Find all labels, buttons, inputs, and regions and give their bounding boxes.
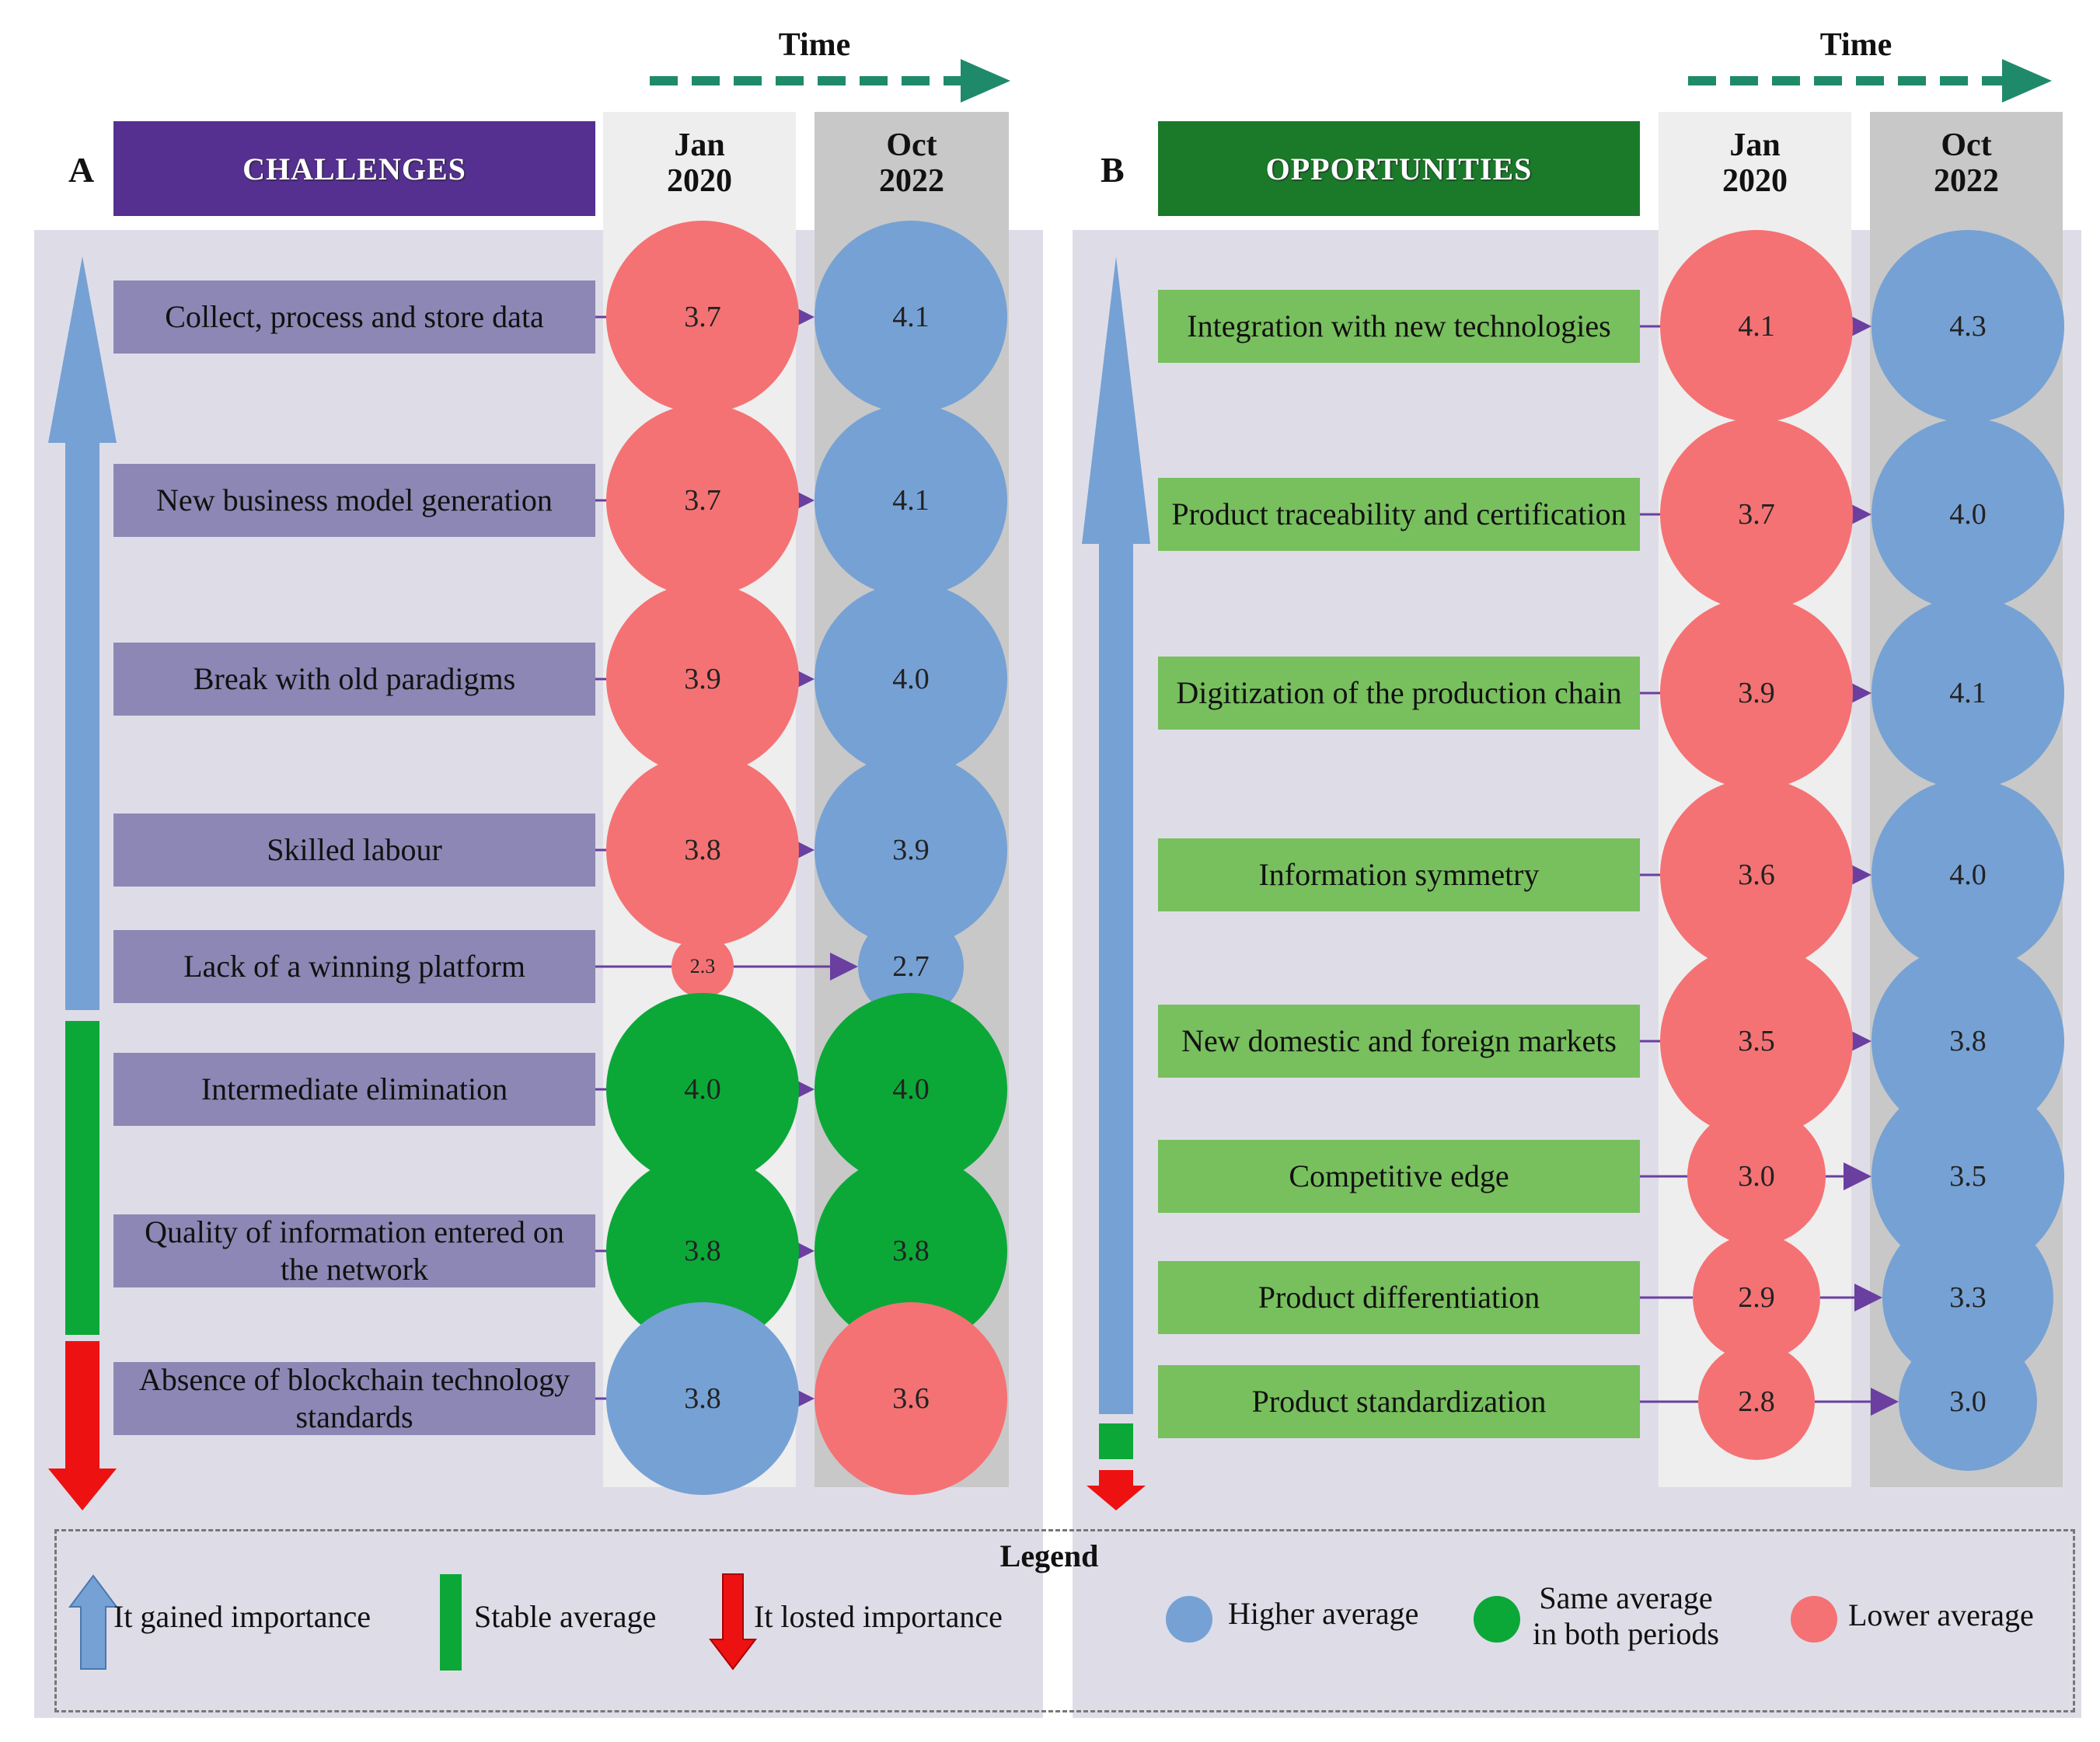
opportunity-item-box: Information symmetry (1158, 838, 1640, 911)
panel-a-col1-label: Jan 2020 (603, 127, 796, 199)
legend-same-circle-icon (1474, 1596, 1520, 1643)
legend-lower-label: Lower average (1848, 1597, 2034, 1632)
opportunity-bubble-jan-2020: 3.5 (1660, 945, 1853, 1138)
panel-b-col2-label: Oct 2022 (1870, 127, 2063, 199)
challenge-bubble-oct-2022: 4.1 (815, 404, 1007, 597)
opportunity-item-box: Competitive edge (1158, 1140, 1640, 1213)
opportunity-item-box: Digitization of the production chain (1158, 657, 1640, 730)
legend-higher-label: Higher average (1228, 1596, 1419, 1631)
col2-month: Oct (1941, 127, 1992, 163)
opportunity-bubble-jan-2020: 3.9 (1660, 597, 1853, 789)
period-arrow-head (830, 953, 858, 981)
legend-higher-circle-icon (1166, 1596, 1212, 1643)
legend-gained-label: It gained importance (113, 1599, 371, 1634)
challenge-bubble-jan-2020: 4.0 (606, 993, 799, 1186)
challenges-header: CHALLENGES (113, 121, 595, 216)
opportunity-bubble-jan-2020: 2.9 (1693, 1234, 1820, 1361)
panel-b-time-label: Time (1819, 27, 1892, 63)
challenge-item-box: Intermediate elimination (113, 1053, 595, 1126)
panel-b-time-arrow (1688, 59, 2052, 103)
col2-year: 2022 (1934, 163, 1999, 199)
legend-same-label: Same average in both periods (1533, 1580, 1719, 1652)
panel-b-stable-bar (1099, 1423, 1133, 1459)
opportunity-bubble-oct-2022: 4.1 (1872, 597, 2064, 789)
period-arrow-head (1871, 1388, 1899, 1416)
panel-a-time-label: Time (778, 27, 851, 63)
opportunity-bubble-jan-2020: 3.7 (1660, 418, 1853, 611)
challenge-item-box: Lack of a winning platform (113, 930, 595, 1003)
challenge-bubble-oct-2022: 3.6 (815, 1302, 1007, 1495)
opportunity-bubble-jan-2020: 3.6 (1660, 779, 1853, 971)
legend-box (54, 1529, 2075, 1712)
col2-month: Oct (886, 127, 937, 163)
opportunity-bubble-oct-2022: 4.0 (1872, 779, 2064, 971)
panel-a-lost-arrow (48, 1341, 117, 1510)
col1-month: Jan (674, 127, 725, 163)
challenge-item-box: Quality of information entered on the ne… (113, 1214, 595, 1287)
panel-b-gained-arrow (1082, 256, 1150, 1414)
legend-title: Legend (999, 1538, 1099, 1573)
legend-lost-label: It losted importance (754, 1599, 1003, 1634)
panel-a-letter: A (68, 150, 95, 190)
col1-year: 2020 (667, 163, 732, 199)
panel-b-letter: B (1101, 150, 1125, 190)
col1-month: Jan (1729, 127, 1781, 163)
opportunity-bubble-jan-2020: 4.1 (1660, 230, 1853, 423)
legend-gained-arrow-icon (68, 1574, 118, 1670)
legend-same-line1: Same average (1539, 1580, 1713, 1615)
legend-same-line2: in both periods (1533, 1616, 1719, 1651)
opportunity-item-box: Integration with new technologies (1158, 290, 1640, 363)
challenge-bubble-jan-2020: 3.9 (606, 583, 799, 775)
panel-a-col2-label: Oct 2022 (815, 127, 1009, 199)
challenge-item-box: New business model generation (113, 464, 595, 537)
period-arrow-head (1854, 1284, 1882, 1312)
opportunity-item-box: Product differentiation (1158, 1261, 1640, 1334)
legend-stable-label: Stable average (474, 1599, 657, 1634)
challenge-item-box: Break with old paradigms (113, 643, 595, 716)
legend-lost-arrow-icon (708, 1573, 758, 1671)
opportunity-bubble-oct-2022: 4.0 (1872, 418, 2064, 611)
challenge-bubble-oct-2022: 4.0 (815, 993, 1007, 1186)
challenge-item-box: Collect, process and store data (113, 280, 595, 354)
panel-b-col1-label: Jan 2020 (1659, 127, 1851, 199)
opportunity-item-box: Product traceability and certification (1158, 478, 1640, 551)
opportunity-bubble-jan-2020: 3.0 (1687, 1107, 1826, 1246)
challenge-bubble-jan-2020: 3.7 (606, 404, 799, 597)
challenge-item-box: Absence of blockchain technology standar… (113, 1362, 595, 1435)
challenge-bubble-oct-2022: 4.0 (815, 583, 1007, 775)
opportunity-item-box: New domestic and foreign markets (1158, 1005, 1640, 1078)
panel-a-stable-bar (65, 1021, 99, 1335)
panel-b-lost-arrow (1087, 1470, 1146, 1510)
panel-a-gained-arrow (48, 256, 117, 1010)
challenge-bubble-jan-2020: 3.8 (606, 1155, 799, 1347)
opportunity-item-box: Product standardization (1158, 1365, 1640, 1438)
opportunity-bubble-oct-2022: 4.3 (1872, 230, 2064, 423)
period-arrow-head (1844, 1162, 1872, 1190)
challenge-item-box: Skilled labour (113, 814, 595, 887)
legend-stable-bar-icon (440, 1574, 462, 1671)
legend-lower-circle-icon (1791, 1596, 1837, 1643)
panel-a-time-arrow (650, 59, 1010, 103)
challenge-bubble-oct-2022: 4.1 (815, 221, 1007, 413)
challenge-bubble-jan-2020: 3.8 (606, 1302, 799, 1495)
col2-year: 2022 (879, 163, 944, 199)
col1-year: 2020 (1722, 163, 1788, 199)
challenge-bubble-jan-2020: 2.3 (672, 935, 734, 998)
challenge-bubble-jan-2020: 3.7 (606, 221, 799, 413)
opportunities-header: OPPORTUNITIES (1158, 121, 1640, 216)
challenge-bubble-jan-2020: 3.8 (606, 754, 799, 946)
opportunity-bubble-jan-2020: 2.8 (1698, 1343, 1815, 1460)
opportunity-bubble-oct-2022: 3.0 (1899, 1333, 2037, 1471)
